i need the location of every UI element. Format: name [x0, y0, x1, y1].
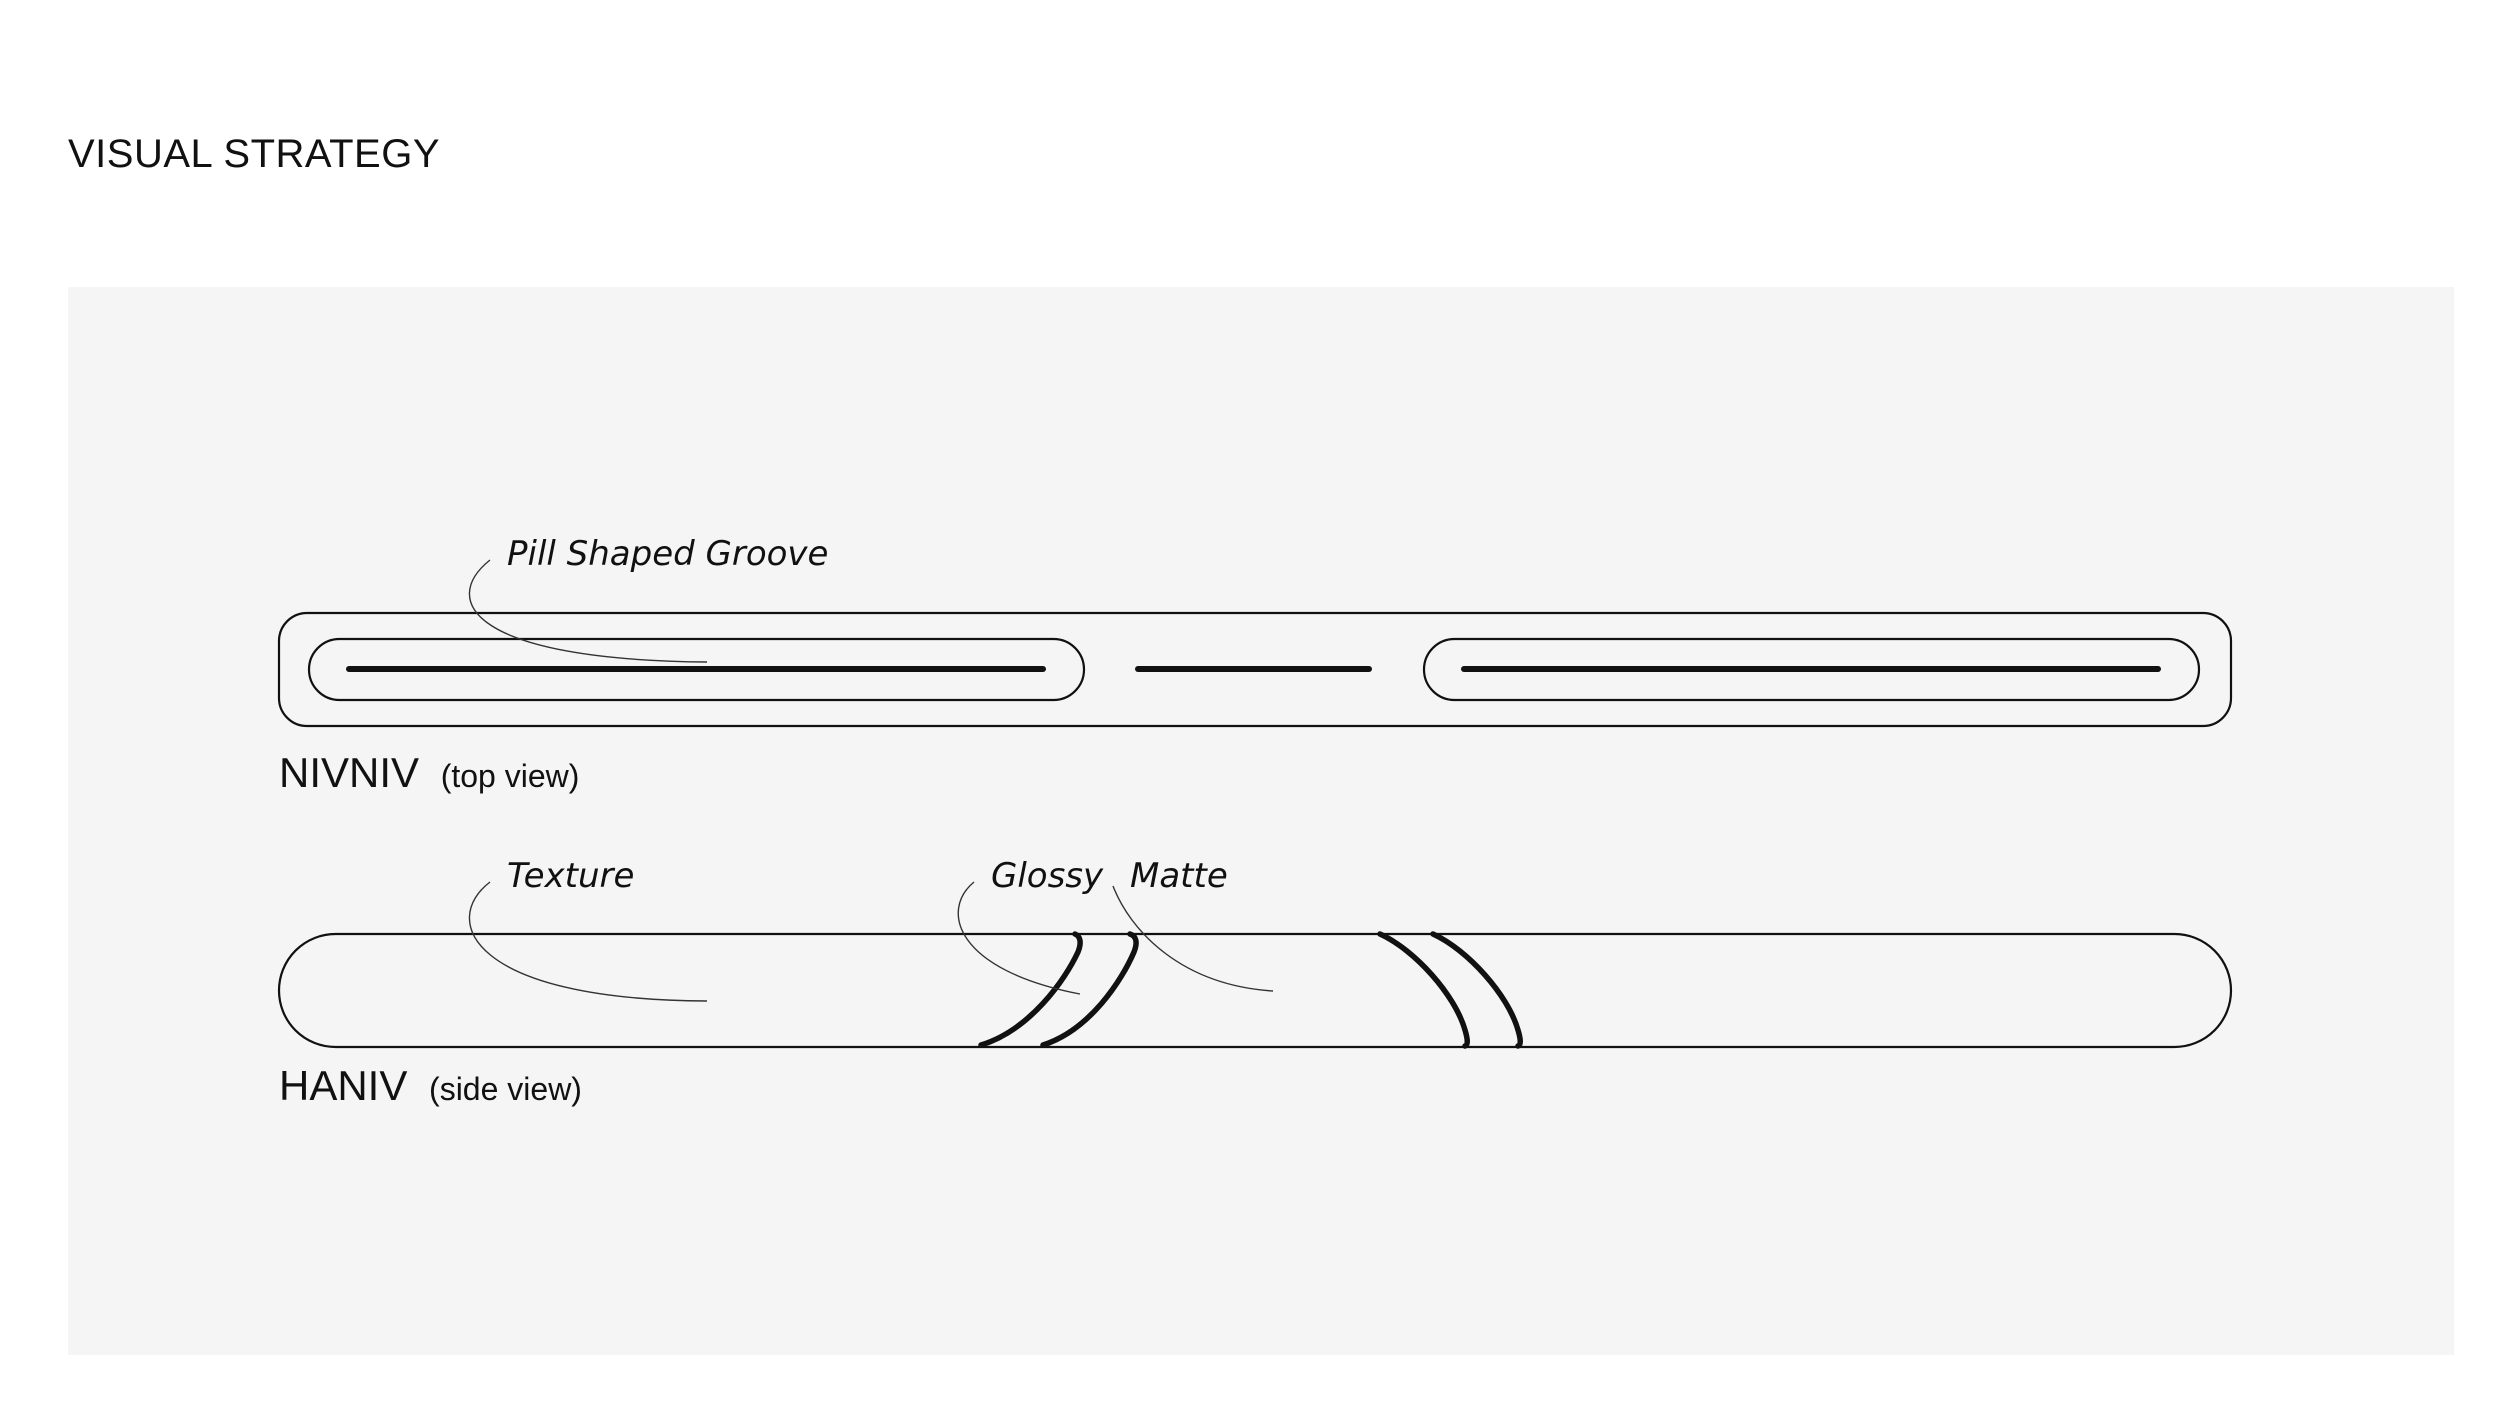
matte-leader [1112, 885, 1274, 992]
glossy-band-stroke-1 [978, 931, 1083, 1048]
top-view-name: NIVNIV [279, 749, 419, 796]
right-groove-pill [1422, 637, 2201, 702]
glossy-leader [957, 881, 1081, 995]
side-view-diagram: Texture Glossy Matte HANIV (side view) [277, 856, 2233, 1109]
pill-groove-annotation: Pill Shaped Groove [507, 534, 828, 574]
side-view-label: HANIV (side view) [279, 1062, 582, 1109]
side-view-caption: (side view) [429, 1071, 582, 1107]
top-view-label: NIVNIV (top view) [279, 749, 579, 796]
side-view-name: HANIV [279, 1062, 407, 1109]
matte-band-stroke-2 [1430, 931, 1523, 1049]
matte-annotation: Matte [1130, 856, 1228, 896]
diagram-panel [68, 287, 2454, 1355]
top-view-caption: (top view) [441, 758, 580, 794]
left-groove-pill [307, 637, 1086, 702]
top-view-outline [277, 611, 2233, 728]
texture-leader [468, 881, 708, 1002]
pill-groove-leader [468, 559, 708, 663]
glossy-annotation: Glossy [991, 856, 1104, 896]
matte-band-stroke-1 [1377, 931, 1470, 1049]
side-view-outline [277, 932, 2233, 1049]
top-view-diagram: Pill Shaped Groove NIVNIV (top view) [277, 534, 2233, 796]
glossy-band-stroke-2 [1040, 931, 1139, 1048]
texture-annotation: Texture [507, 856, 634, 896]
page-title: VISUAL STRATEGY [68, 132, 441, 176]
